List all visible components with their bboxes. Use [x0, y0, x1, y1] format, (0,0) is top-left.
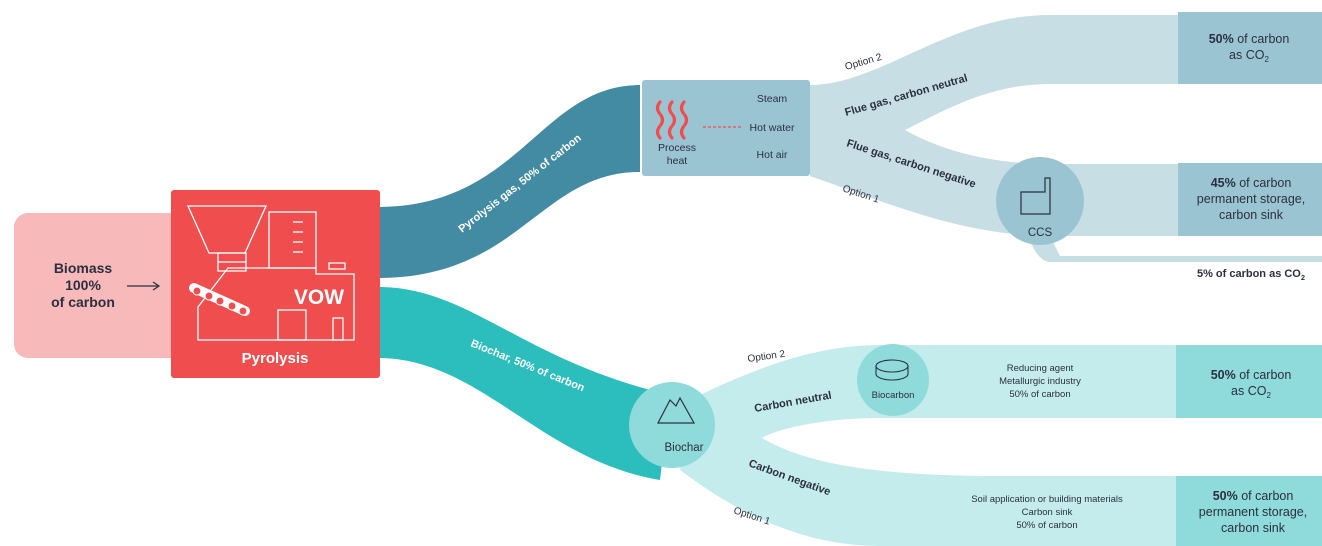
ccs-label: CCS	[1028, 227, 1053, 239]
biochar-flow	[378, 287, 670, 480]
char-result-co2-box	[1176, 345, 1322, 418]
gas-result-co2-box	[1178, 12, 1322, 84]
biomass-percent: 100%	[65, 277, 101, 293]
negative-desc-2: Carbon sink	[1022, 507, 1073, 518]
char-result-storage-box	[1176, 476, 1322, 546]
biochar-circle-label: Biochar	[665, 442, 704, 454]
gas-result-co2-line2: as CO2	[1229, 48, 1269, 64]
flue-gas-branches	[810, 15, 1322, 262]
biomass-carbon: of carbon	[51, 294, 115, 310]
biochar-branches	[680, 345, 1178, 546]
char-result-storage-line1: 50% of carbon	[1213, 489, 1294, 503]
neutral-desc-1: Reducing agent	[1007, 363, 1074, 374]
gas-result-storage-line2: permanent storage,	[1197, 192, 1305, 206]
heat-output-hot-air: Hot air	[757, 149, 788, 161]
gas-result-co2-line1: 50% of carbon	[1209, 32, 1290, 46]
neutral-desc-3: 50% of carbon	[1009, 389, 1070, 400]
gas-result-5pct: 5% of carbon as CO2	[1197, 268, 1305, 282]
neutral-desc-2: Metallurgic industry	[999, 376, 1081, 387]
vow-logo: VOW	[294, 286, 344, 309]
char-option-2-label: Option 2	[747, 349, 786, 365]
negative-desc-1: Soil application or building materials	[971, 494, 1123, 505]
mountain-icon	[657, 396, 696, 424]
char-result-storage-line3: carbon sink	[1221, 521, 1286, 535]
heat-output-steam: Steam	[757, 93, 788, 105]
biomass-label: Biomass	[54, 260, 113, 276]
char-result-storage-line2: permanent storage,	[1199, 505, 1307, 519]
gas-result-storage-line3: carbon sink	[1219, 208, 1284, 222]
pyrolysis-gas-flow	[378, 85, 640, 278]
arrow-right-icon	[127, 281, 161, 291]
char-result-co2-line1: 50% of carbon	[1211, 368, 1292, 382]
process-heat-label-2: heat	[667, 155, 688, 167]
gas-result-storage-line1: 45% of carbon	[1211, 176, 1292, 190]
negative-desc-3: 50% of carbon	[1016, 520, 1077, 531]
biochar-circle	[629, 382, 715, 468]
biomass-block	[14, 213, 184, 358]
pyrolysis-label: Pyrolysis	[242, 350, 309, 367]
pyrolysis-plant-icon	[186, 205, 355, 341]
process-heat-label-1: Process	[658, 142, 696, 154]
pyrolysis-block	[171, 190, 380, 378]
char-result-co2-line2: as CO2	[1231, 384, 1271, 400]
factory-icon	[1020, 177, 1051, 215]
heat-output-hot-water: Hot water	[750, 122, 795, 134]
gas-result-storage-box	[1178, 163, 1322, 236]
puck-icon	[875, 359, 909, 381]
ccs-circle	[996, 157, 1084, 245]
biocarbon-label: Biocarbon	[872, 390, 915, 401]
heat-waves-icon	[655, 100, 689, 140]
